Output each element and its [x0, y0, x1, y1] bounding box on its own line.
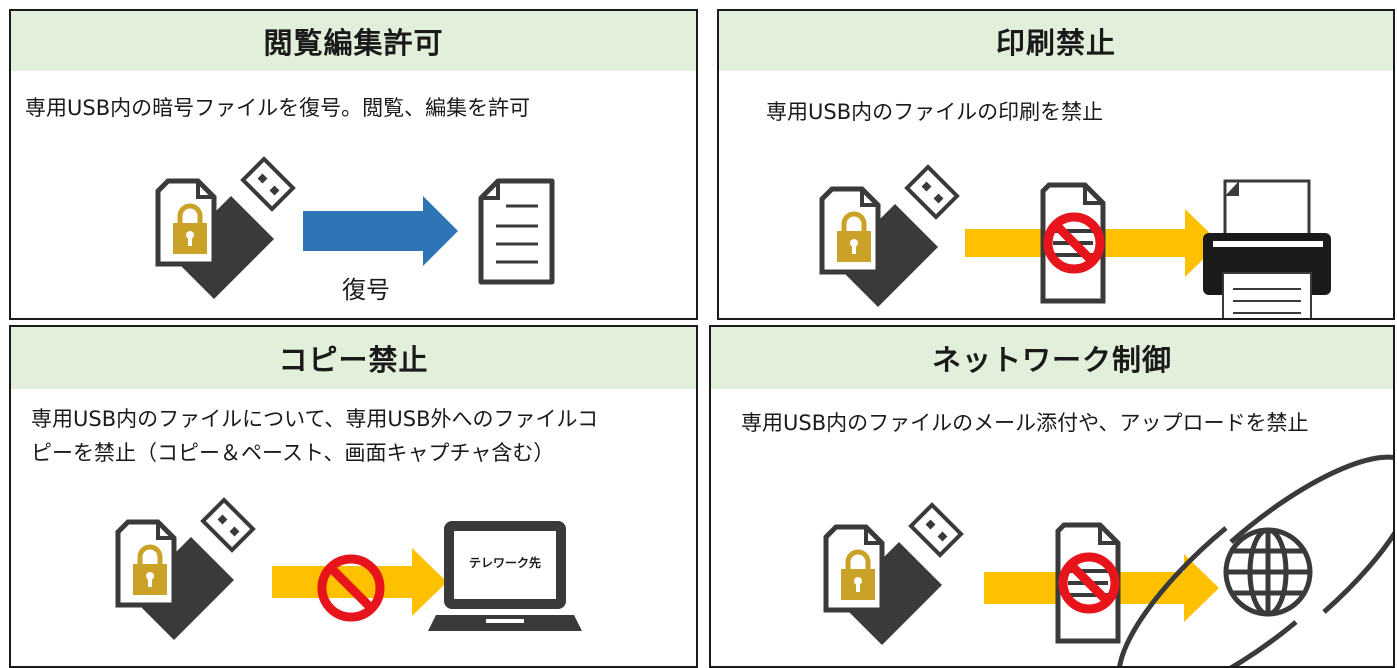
laptop-icon [428, 521, 582, 631]
panel-title: ネットワーク制御 [711, 327, 1393, 389]
panel-network-control: ネットワーク制御 専用USB内のファイルのメール添付や、アップロードを禁止 [709, 325, 1395, 668]
description-line: 専用USB内のファイルについて、専用USB外へのファイルコ [31, 407, 599, 431]
prohibit-document-icon [1056, 523, 1126, 648]
globe-icon [1117, 454, 1393, 666]
panel-title: 印刷禁止 [719, 11, 1393, 71]
arrow-label: 復号 [342, 276, 390, 304]
panel-view-edit: 閲覧編集許可 専用USB内の暗号ファイルを復号。閲覧、編集を許可 復号 [9, 9, 698, 320]
document-icon [478, 178, 555, 285]
allow-arrow [303, 196, 458, 266]
panel-copy-block: コピー禁止 専用USB内のファイルについて、専用USB外へのファイルコ ピーを禁… [9, 325, 698, 668]
laptop-screen-text: テレワーク先 [468, 556, 541, 570]
block-arrow [272, 548, 447, 616]
description-line: 専用USB内のファイルの印刷を禁止 [766, 100, 1104, 124]
description-line: 専用USB内のファイルのメール添付や、アップロードを禁止 [741, 411, 1309, 435]
panel-description: 専用USB内のファイルについて、専用USB外へのファイルコ ピーを禁止（コピー＆… [31, 402, 598, 470]
printer-icon [1203, 179, 1331, 318]
prohibit-icon [317, 554, 385, 622]
panel-title: コピー禁止 [11, 327, 696, 389]
panel-description: 専用USB内の暗号ファイルを復号。閲覧、編集を許可 [25, 91, 530, 125]
prohibit-document-icon [1041, 183, 1111, 308]
usb-lock-icon [116, 507, 256, 647]
description-line: ピーを禁止（コピー＆ペースト、画面キャプチャ含む） [31, 441, 555, 465]
panel-title: 閲覧編集許可 [11, 11, 696, 71]
description-line: 専用USB内の暗号ファイルを復号。閲覧、編集を許可 [25, 96, 531, 120]
usb-lock-icon [820, 174, 960, 314]
usb-lock-icon [824, 512, 964, 652]
usb-lock-icon [156, 166, 296, 306]
panel-print-block: 印刷禁止 専用USB内のファイルの印刷を禁止 [717, 9, 1395, 320]
panel-description: 専用USB内のファイルの印刷を禁止 [766, 95, 1103, 129]
panel-description: 専用USB内のファイルのメール添付や、アップロードを禁止 [741, 406, 1308, 440]
